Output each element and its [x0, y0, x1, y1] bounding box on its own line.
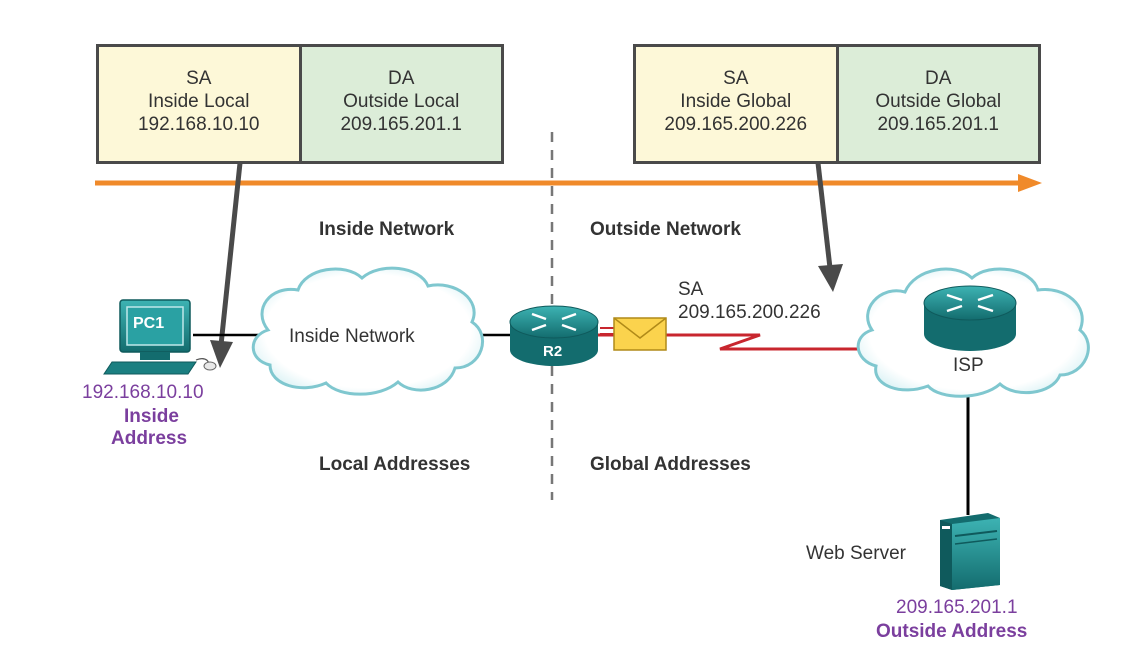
isp-name: ISP: [953, 355, 984, 376]
web-server-name: Web Server: [806, 543, 906, 564]
inside-network-cloud: [251, 266, 484, 396]
link-sa-header: SA: [678, 279, 704, 300]
web-server-icon: [940, 513, 1000, 590]
inside-network-label: Inside Network: [319, 219, 455, 240]
sa-type: Inside Local: [148, 91, 250, 112]
sa-header: SA: [186, 68, 212, 89]
pc1-caption-line2: Address: [111, 428, 188, 449]
web-server-caption: Outside Address: [876, 621, 1028, 642]
packet-envelope-icon: [600, 317, 667, 351]
da-header: DA: [925, 68, 952, 89]
global-pointer-arrow: [815, 162, 843, 292]
global-destination-address-cell: DA Outside Global 209.165.201.1: [838, 47, 1038, 161]
local-source-address-cell: SA Inside Local 192.168.10.10: [99, 47, 302, 161]
r2-name: R2: [543, 343, 563, 360]
sa-header: SA: [723, 68, 749, 89]
global-addresses-label: Global Addresses: [590, 454, 751, 475]
global-source-address-cell: SA Inside Global 209.165.200.226: [636, 47, 839, 161]
pc1-computer-icon: [103, 299, 217, 375]
pc1-address: 192.168.10.10: [82, 382, 204, 403]
sa-address: 192.168.10.10: [137, 114, 260, 135]
web-server-address: 209.165.201.1: [896, 597, 1018, 618]
serial-link: [598, 333, 875, 351]
da-type: Outside Global: [875, 91, 1002, 112]
r2-router-icon: [509, 305, 599, 366]
local-destination-address-cell: DA Outside Local 209.165.201.1: [301, 47, 501, 161]
local-packet-header: SA Inside Local 192.168.10.10 DA Outside…: [96, 44, 504, 164]
inside-cloud-label: Inside Network: [289, 326, 415, 347]
pc1-name: PC1: [133, 315, 165, 332]
pc1-caption-line1: Inside: [124, 406, 179, 427]
local-pointer-arrow: [210, 162, 243, 368]
da-header: DA: [388, 68, 415, 89]
link-sa-address: 209.165.200.226: [678, 302, 821, 323]
global-packet-header: SA Inside Global 209.165.200.226 DA Outs…: [633, 44, 1041, 164]
da-address: 209.165.201.1: [340, 114, 462, 135]
sa-type: Inside Global: [680, 91, 792, 112]
da-address: 209.165.201.1: [877, 114, 999, 135]
flow-arrow: [95, 174, 1042, 192]
outside-network-label: Outside Network: [590, 219, 741, 240]
da-type: Outside Local: [343, 91, 460, 112]
isp-router-icon: [923, 285, 1017, 351]
sa-address: 209.165.200.226: [664, 114, 808, 135]
local-addresses-label: Local Addresses: [319, 454, 471, 475]
